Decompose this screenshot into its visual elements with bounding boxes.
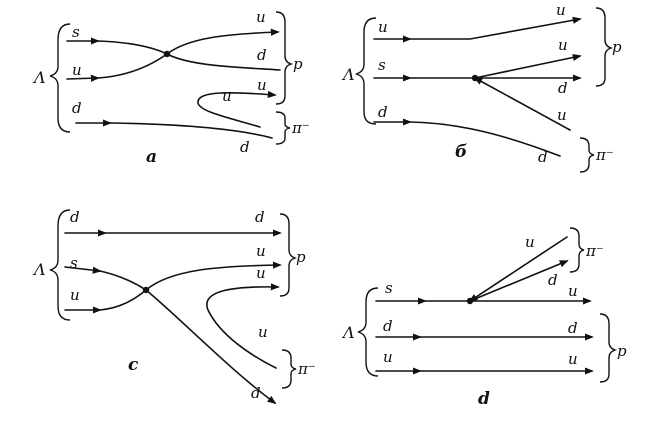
brace-out-bottom-c	[281, 349, 297, 389]
line-b-d2-out	[409, 121, 561, 157]
brace-out-bottom-a	[275, 111, 291, 145]
quark-out-a-2: d	[257, 46, 267, 64]
brace-out-top-d	[569, 227, 585, 273]
caption-c: c	[128, 355, 139, 375]
quark-out-c-2: u	[256, 242, 266, 260]
quark-in-c-3: u	[70, 286, 80, 304]
diagram-a: Λ s u d u d u u d p π⁻ a	[32, 8, 310, 167]
vertex-a	[163, 50, 171, 58]
group-top-d: π⁻	[585, 242, 604, 260]
lambda-label-a: Λ	[32, 68, 46, 87]
line-d-anti-u	[468, 236, 568, 302]
quark-out-d-3: u	[568, 282, 578, 300]
brace-out-top-a	[275, 11, 294, 105]
line-c-u-out	[99, 261, 282, 311]
line-a-u-in	[66, 74, 100, 82]
quark-out-c-5: d	[251, 384, 261, 402]
quark-out-d-4: u	[568, 350, 578, 368]
quark-in-d-2: d	[383, 317, 393, 335]
quark-in-d-3: u	[383, 348, 393, 366]
group-bottom-b: π⁻	[595, 146, 614, 164]
quark-out-b-3: d	[558, 79, 568, 97]
quark-in-b-2: s	[378, 56, 386, 74]
quark-out-a-1: u	[256, 8, 266, 26]
group-top-a: p	[293, 55, 303, 73]
diagram-b: Λ u s d u u d u d p π⁻ б	[341, 1, 622, 173]
group-bottom-a: π⁻	[291, 119, 310, 137]
brace-in-a	[49, 23, 71, 133]
group-bottom-c: π⁻	[297, 360, 316, 378]
group-top-b: p	[612, 38, 622, 56]
quark-in-c-1: d	[70, 208, 80, 226]
quark-out-d-1: u	[525, 233, 535, 251]
brace-out-bottom-d	[599, 313, 618, 383]
group-top-c: p	[296, 248, 306, 266]
brace-in-b	[355, 17, 377, 125]
quark-out-b-5: d	[538, 148, 548, 166]
quark-out-d-5: d	[548, 271, 558, 289]
quark-out-a-3: u	[222, 87, 232, 105]
quark-in-b-1: u	[378, 18, 388, 36]
quark-in-c-2: s	[70, 254, 78, 272]
line-a-s-out	[97, 40, 281, 71]
quark-in-a-3: d	[72, 99, 82, 117]
line-d-d-pion	[469, 260, 569, 302]
diagram-d: Λ s d u u d u u d π⁻ p d	[341, 227, 627, 409]
caption-a: a	[146, 147, 157, 167]
quark-in-a-1: s	[72, 23, 80, 41]
brace-out-top-c	[279, 213, 298, 297]
quark-out-b-1: u	[556, 1, 566, 19]
line-b-u2-out	[474, 53, 582, 79]
caption-b: б	[455, 142, 467, 162]
line-a-u-out	[97, 28, 280, 79]
lambda-label-b: Λ	[341, 65, 355, 84]
caption-d: d	[478, 389, 490, 409]
line-a-d-out	[109, 122, 273, 139]
line-c-s-out	[99, 270, 277, 405]
quark-out-b-4: u	[557, 106, 567, 124]
quark-in-b-3: d	[378, 103, 388, 121]
line-b-anti-u	[473, 77, 571, 131]
lambda-label-c: Λ	[32, 260, 46, 279]
quark-out-c-1: d	[255, 208, 265, 226]
brace-in-d	[357, 287, 379, 377]
quark-out-a-4: u	[257, 76, 267, 94]
line-c-loop	[206, 283, 280, 369]
group-bottom-d: p	[617, 342, 627, 360]
line-c-s-in	[64, 266, 102, 274]
brace-out-bottom-b	[579, 137, 595, 173]
quark-out-c-4: u	[258, 323, 268, 341]
quark-in-a-2: u	[72, 61, 82, 79]
lambda-label-d: Λ	[341, 323, 355, 342]
quark-out-d-2: d	[568, 319, 578, 337]
diagram-c: Λ d s u d u u u d p π⁻ c	[32, 208, 316, 405]
line-b-u-out	[409, 16, 582, 40]
quark-out-b-2: u	[558, 36, 568, 54]
line-a-loop	[197, 90, 277, 128]
quark-out-a-5: d	[240, 138, 250, 156]
brace-out-top-b	[595, 7, 614, 87]
brace-in-c	[49, 209, 71, 321]
vertex-c	[142, 286, 150, 294]
quark-in-d-1: s	[385, 279, 393, 297]
quark-out-c-3: u	[256, 264, 266, 282]
